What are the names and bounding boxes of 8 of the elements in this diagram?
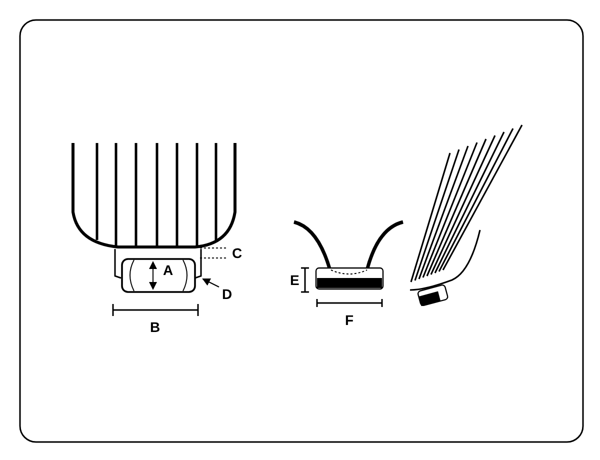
callout-letter: D: [222, 287, 232, 301]
dimension-label: C: [232, 246, 242, 260]
leader-arrow: [202, 278, 220, 288]
dimension-label: F: [345, 313, 354, 327]
dimension-label: B: [150, 320, 160, 334]
dimension-label: E: [290, 273, 300, 287]
dimension-label: A: [163, 263, 174, 277]
roller-drawing: [121, 258, 196, 293]
